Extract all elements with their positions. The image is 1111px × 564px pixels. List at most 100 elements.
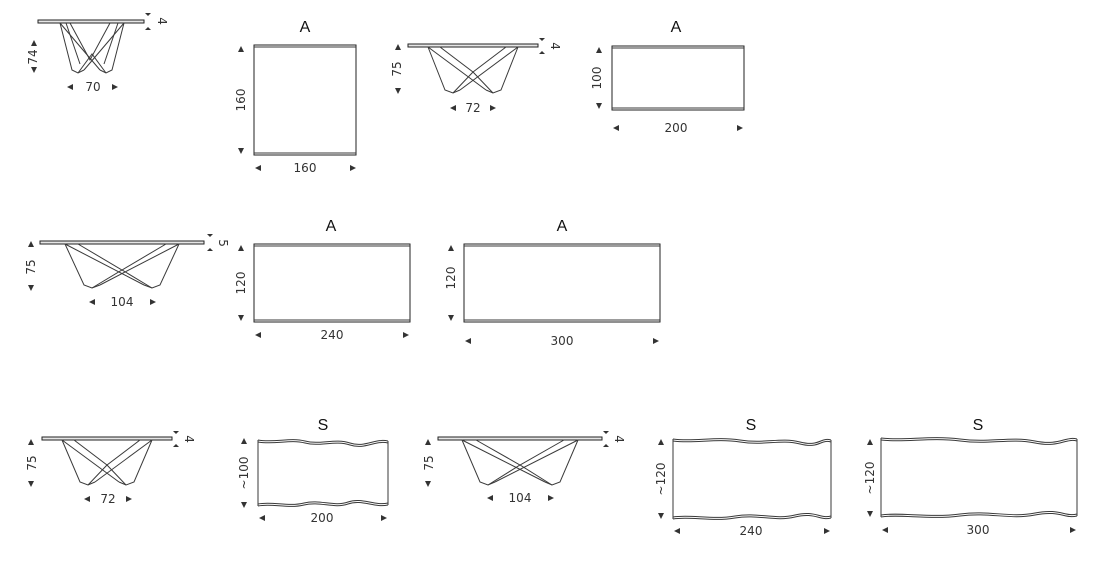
arrow-down <box>207 234 213 237</box>
arrow-up <box>539 51 545 54</box>
tabletop-plan <box>463 243 661 323</box>
arrow-left <box>67 84 73 90</box>
width-label: 104 <box>111 295 134 309</box>
arrow-right <box>150 299 156 305</box>
length-label: 240 <box>740 524 763 538</box>
arrow-right <box>490 105 496 111</box>
arrow-left <box>255 165 261 171</box>
arrow-up <box>658 439 664 445</box>
side-view-r3-1: 75 4 72 <box>25 431 196 506</box>
arrow-down <box>31 67 37 73</box>
top-thickness-label: 4 <box>155 17 169 25</box>
arrow-right <box>737 125 743 131</box>
arrow-right <box>824 528 830 534</box>
arrow-left <box>613 125 619 131</box>
arrow-down <box>867 511 873 517</box>
depth-label: 100 <box>590 67 604 90</box>
plan-view-r3-2: S ~120 240 <box>654 417 832 538</box>
length-label: 160 <box>294 161 317 175</box>
shape-label: S <box>746 417 757 434</box>
top-thickness-label: 4 <box>612 435 626 443</box>
arrow-down <box>28 285 34 291</box>
tabletop-edge <box>437 436 603 441</box>
arrow-right <box>126 496 132 502</box>
arrow-right <box>112 84 118 90</box>
table-base <box>59 22 125 74</box>
side-view-r3-2: 75 4 104 <box>422 431 626 505</box>
height-label: 75 <box>390 61 404 76</box>
side-view-r2-1: 75 5 104 <box>24 234 230 309</box>
width-label: 72 <box>100 492 115 506</box>
arrow-down <box>448 315 454 321</box>
arrow-up <box>28 439 34 445</box>
arrow-right <box>548 495 554 501</box>
arrow-down <box>603 431 609 434</box>
arrow-right <box>381 515 387 521</box>
plan-view-r2-1: A 120 240 <box>234 218 411 342</box>
arrow-down <box>395 88 401 94</box>
shape-label: S <box>973 417 984 434</box>
length-label: 300 <box>967 523 990 537</box>
depth-label: 120 <box>234 272 248 295</box>
arrow-up <box>603 444 609 447</box>
depth-label: ~120 <box>654 463 668 496</box>
arrow-down <box>539 38 545 41</box>
tabletop-plan-organic <box>672 438 832 520</box>
table-base <box>61 439 153 486</box>
tabletop-edge <box>407 43 539 48</box>
arrow-up <box>173 444 179 447</box>
table-base <box>427 46 519 94</box>
plan-view-r1-2: A 100 200 <box>590 19 745 135</box>
height-label: 75 <box>25 455 39 470</box>
arrow-left <box>465 338 471 344</box>
depth-label: 160 <box>234 89 248 112</box>
tabletop-plan <box>253 44 357 156</box>
width-label: 72 <box>465 101 480 115</box>
arrow-right <box>1070 527 1076 533</box>
tabletop-plan <box>611 45 745 111</box>
tabletop-edge <box>37 19 145 24</box>
arrow-up <box>238 245 244 251</box>
height-label: 75 <box>422 455 436 470</box>
arrow-down <box>145 13 151 16</box>
shape-label: A <box>557 218 568 235</box>
depth-label: ~120 <box>863 462 877 495</box>
tabletop-edge <box>39 240 205 245</box>
arrow-up <box>145 27 151 30</box>
tabletop-plan-organic <box>257 439 389 507</box>
arrow-left <box>259 515 265 521</box>
shape-label: S <box>318 417 329 434</box>
arrow-left <box>450 105 456 111</box>
arrow-left <box>89 299 95 305</box>
arrow-left <box>84 496 90 502</box>
arrow-up <box>448 245 454 251</box>
plan-view-r3-1: S ~100 200 <box>237 417 389 525</box>
arrow-left <box>882 527 888 533</box>
arrow-down <box>241 502 247 508</box>
side-view-r1-1: 74 4 70 <box>26 13 169 94</box>
length-label: 300 <box>551 334 574 348</box>
arrow-up <box>867 439 873 445</box>
tabletop-plan <box>253 243 411 323</box>
arrow-right <box>350 165 356 171</box>
height-label: 75 <box>24 259 38 274</box>
arrow-down <box>658 513 664 519</box>
depth-label: 120 <box>444 267 458 290</box>
arrow-left <box>255 332 261 338</box>
length-label: 200 <box>665 121 688 135</box>
arrow-up <box>31 40 37 46</box>
shape-label: A <box>671 19 682 36</box>
table-base <box>64 243 180 289</box>
arrow-up <box>395 44 401 50</box>
side-view-r1-2: 75 4 72 <box>390 38 562 115</box>
depth-label: ~100 <box>237 457 251 490</box>
length-label: 200 <box>311 511 334 525</box>
arrow-up <box>596 47 602 53</box>
shape-label: A <box>326 218 337 235</box>
plan-view-r1-1: A 160 160 <box>234 19 357 175</box>
arrow-down <box>238 148 244 154</box>
arrow-right <box>403 332 409 338</box>
arrow-up <box>238 46 244 52</box>
tabletop-plan-organic <box>880 437 1078 518</box>
top-thickness-label: 4 <box>548 42 562 50</box>
